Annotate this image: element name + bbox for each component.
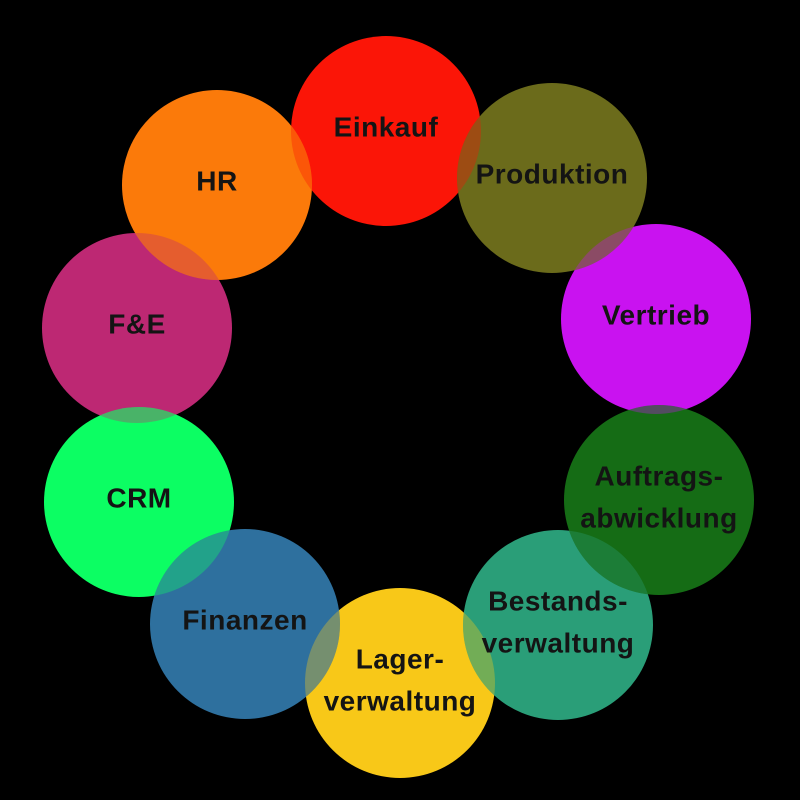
overlap-finanzen-crm xyxy=(150,529,234,597)
module-circle-einkauf xyxy=(291,36,481,226)
module-label-line: Vertrieb xyxy=(602,300,710,331)
module-label-line: Auftrags- xyxy=(595,461,724,492)
module-label-lagerverwaltung: Lager-verwaltung xyxy=(324,644,477,717)
module-label-bestandsverwaltung: Bestands-verwaltung xyxy=(482,586,635,659)
module-circle-hr xyxy=(122,90,312,280)
module-label-line: abwicklung xyxy=(580,503,737,534)
module-label-line: Bestands- xyxy=(488,586,628,617)
module-label-einkauf: Einkauf xyxy=(334,112,439,143)
module-circle-fe xyxy=(42,233,232,423)
module-label-finanzen: Finanzen xyxy=(182,605,307,636)
module-label-auftragsabwicklung: Auftrags-abwicklung xyxy=(580,461,737,534)
module-label-line: Produktion xyxy=(476,159,629,190)
module-label-line: HR xyxy=(196,166,237,197)
module-circle-lagerverwaltung xyxy=(305,588,495,778)
module-label-line: Finanzen xyxy=(182,605,307,636)
module-label-hr: HR xyxy=(196,166,237,197)
module-label-line: Einkauf xyxy=(334,112,439,143)
module-label-crm: CRM xyxy=(106,483,171,514)
module-label-produktion: Produktion xyxy=(476,159,629,190)
module-label-line: Lager- xyxy=(356,644,445,675)
module-label-vertrieb: Vertrieb xyxy=(602,300,710,331)
module-label-line: F&E xyxy=(108,309,166,340)
module-circle-produktion xyxy=(457,83,647,273)
module-circle-finanzen xyxy=(150,529,340,719)
overlap-auftragsabwicklung-bestandsverwaltung xyxy=(564,530,653,595)
module-label-line: CRM xyxy=(106,483,171,514)
module-label-fe: F&E xyxy=(108,309,166,340)
module-label-line: verwaltung xyxy=(482,628,635,659)
module-label-line: verwaltung xyxy=(324,686,477,717)
module-circle-vertrieb xyxy=(561,224,751,414)
module-circle-auftragsabwicklung xyxy=(564,405,754,595)
